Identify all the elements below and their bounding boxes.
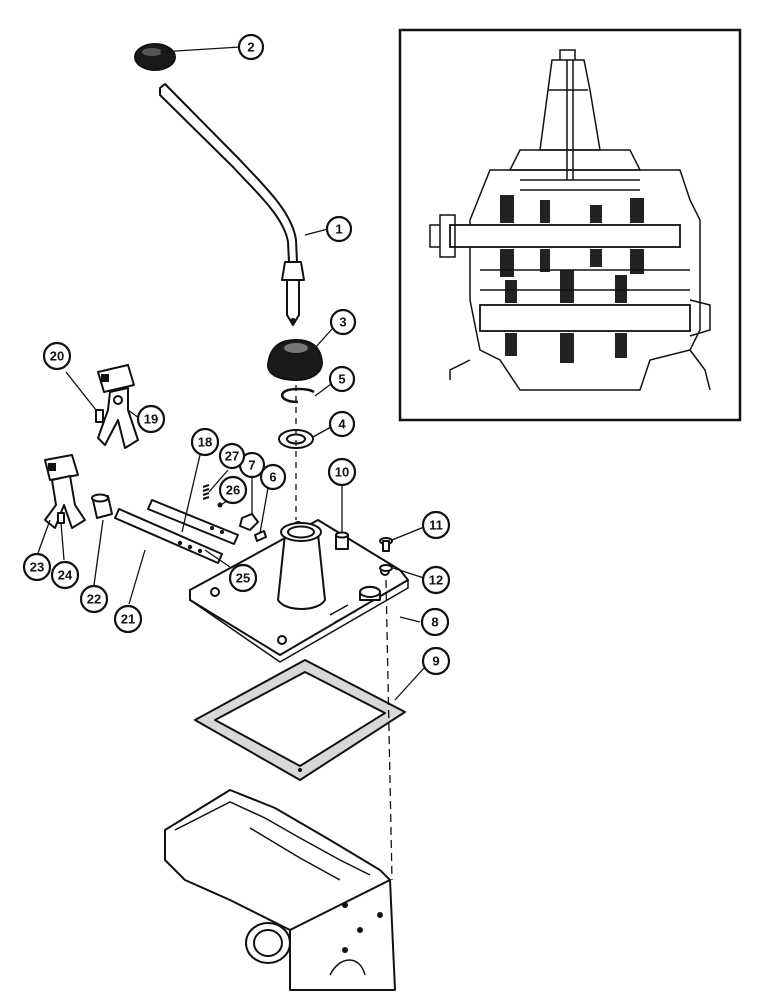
callout-20: 20	[42, 341, 72, 371]
part-7-nut	[239, 513, 259, 531]
part-26-ball	[217, 502, 223, 508]
callout-2-label: 2	[247, 40, 254, 55]
callout-19-label: 19	[144, 412, 158, 427]
callout-7-label: 7	[248, 458, 255, 473]
transmission-housing	[164, 789, 396, 991]
callout-24: 24	[50, 560, 80, 590]
callout-18-label: 18	[198, 435, 212, 450]
callout-8: 8	[420, 607, 450, 637]
callout-27-label: 27	[225, 449, 239, 464]
callout-5-label: 5	[338, 372, 345, 387]
callout-27: 27	[218, 442, 246, 470]
callout-24-label: 24	[58, 568, 73, 583]
callout-22: 22	[79, 584, 109, 614]
callout-3: 3	[329, 308, 357, 336]
callout-3-label: 3	[339, 315, 346, 330]
callout-1-label: 1	[335, 222, 342, 237]
part-12-lockwasher	[379, 564, 393, 572]
callout-12-label: 12	[429, 573, 443, 588]
callout-18: 18	[190, 427, 220, 457]
part-19-upper-shift-fork	[97, 364, 139, 449]
callout-26: 26	[218, 475, 248, 505]
callout-25-label: 25	[236, 571, 250, 586]
part-22-sleeve	[91, 493, 113, 519]
callout-23: 23	[22, 552, 52, 582]
part-11-bolt	[379, 537, 393, 552]
transmission-section-inset	[398, 28, 742, 422]
leader-lines	[37, 46, 425, 701]
callout-22-label: 22	[87, 592, 101, 607]
callout-4: 4	[328, 410, 356, 438]
part-8-cover-plate	[189, 519, 409, 663]
callout-5: 5	[328, 365, 356, 393]
callout-9-label: 9	[432, 654, 439, 669]
callout-8-label: 8	[431, 615, 438, 630]
callout-11: 11	[421, 510, 451, 540]
part-18-upper-shift-rail	[147, 499, 239, 545]
part-9-gasket	[194, 659, 406, 781]
part-1-shift-lever	[159, 83, 305, 326]
callout-12: 12	[421, 565, 451, 595]
callout-10-label: 10	[335, 465, 349, 480]
callout-2: 2	[237, 33, 265, 61]
part-10-bushing	[335, 531, 349, 550]
callout-7: 7	[238, 451, 266, 479]
part-5-snap-ring	[280, 387, 315, 404]
callout-25: 25	[228, 563, 258, 593]
part-6-screw	[254, 530, 267, 542]
callout-1: 1	[325, 215, 353, 243]
callout-20-label: 20	[50, 349, 64, 364]
callout-6: 6	[259, 463, 287, 491]
callout-11-label: 11	[429, 518, 443, 533]
part-24-pin	[57, 512, 65, 524]
part-21-lower-shift-rail	[114, 508, 223, 564]
callout-10: 10	[327, 457, 357, 487]
callout-19: 19	[136, 404, 166, 434]
alignment-line-bolt	[385, 579, 393, 881]
part-23-lower-shift-fork	[44, 454, 86, 529]
part-27-spring	[202, 484, 210, 500]
callout-26-label: 26	[226, 483, 240, 498]
callout-23-label: 23	[30, 560, 44, 575]
part-20-set-screw	[95, 409, 104, 423]
callout-21-label: 21	[121, 612, 135, 627]
callout-4-label: 4	[338, 417, 346, 432]
part-2-knob	[134, 43, 176, 71]
part-3-boot	[266, 338, 324, 382]
callout-9: 9	[421, 646, 451, 676]
callout-21: 21	[113, 604, 143, 634]
callout-6-label: 6	[269, 470, 276, 485]
